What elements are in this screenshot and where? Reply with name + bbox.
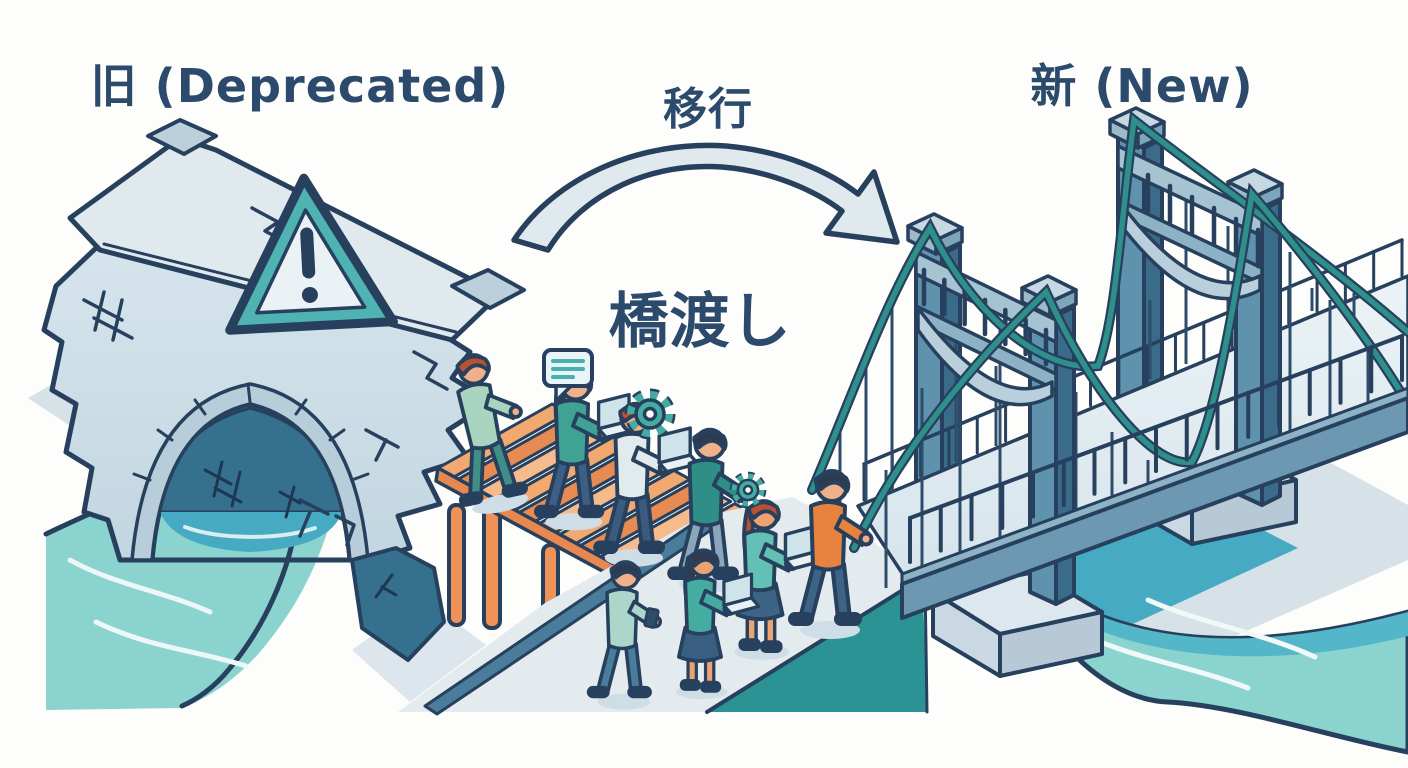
label-old-deprecated: 旧 (Deprecated) bbox=[91, 59, 510, 113]
arch-ring-ticks bbox=[132, 382, 370, 482]
near-railing bbox=[908, 334, 1404, 564]
plank-legs bbox=[447, 496, 560, 630]
gear-icon bbox=[729, 471, 767, 509]
new-bridge bbox=[807, 106, 1408, 678]
phone-icon bbox=[643, 607, 660, 629]
old-bridge bbox=[41, 118, 526, 662]
people bbox=[429, 345, 874, 712]
deck-girder bbox=[900, 396, 1408, 620]
speech-bubble-icon bbox=[542, 348, 594, 403]
label-migration: 移行 bbox=[663, 84, 753, 135]
label-bridge-crossing: 橋渡し bbox=[609, 287, 792, 357]
warning-triangle-icon bbox=[225, 173, 398, 335]
broken-pier bbox=[350, 546, 446, 662]
river-right bbox=[1035, 581, 1408, 755]
label-new: 新 (New) bbox=[1030, 59, 1253, 113]
labels: 旧 (Deprecated) 移行 橋渡し 新 (New) bbox=[91, 59, 1253, 357]
arch-wall-cracks bbox=[203, 460, 302, 519]
suspension-cables bbox=[807, 110, 1408, 553]
gear-icon bbox=[624, 388, 676, 440]
migration-arrow-icon bbox=[511, 142, 900, 253]
